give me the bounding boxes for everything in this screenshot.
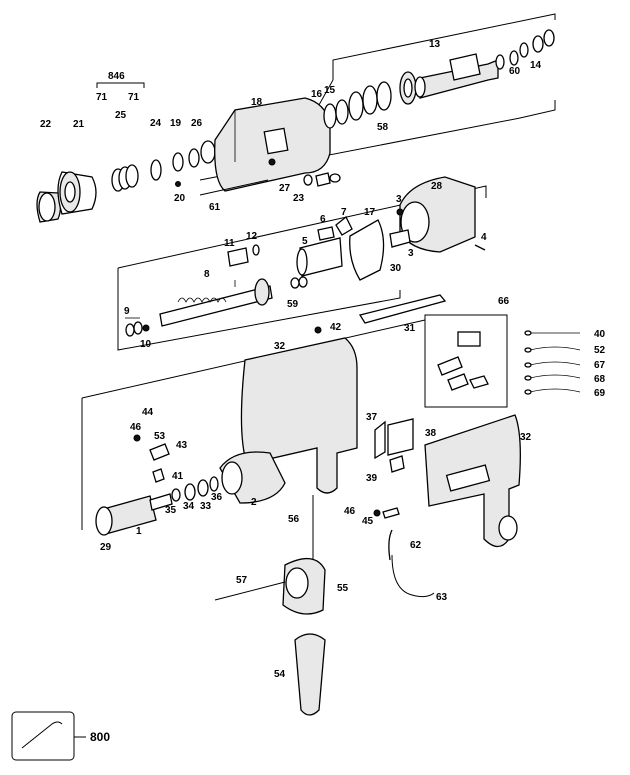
label-33: 33 [200, 501, 212, 512]
label-3a: 3 [396, 194, 402, 205]
label-45: 45 [362, 516, 374, 527]
label-46b: 46 [344, 506, 356, 517]
part-labels: 13 846 71 71 22 21 25 24 19 26 18 16 15 … [40, 39, 606, 744]
label-34: 34 [183, 501, 195, 512]
label-37: 37 [366, 412, 378, 423]
label-23: 23 [293, 193, 305, 204]
label-3b: 3 [408, 248, 414, 259]
label-61: 61 [209, 202, 221, 213]
label-31: 31 [404, 323, 416, 334]
label-63: 63 [436, 592, 448, 603]
label-19: 19 [170, 118, 182, 129]
label-26: 26 [191, 118, 203, 129]
label-6: 6 [320, 214, 326, 225]
label-53: 53 [154, 431, 166, 442]
label-9: 9 [124, 306, 130, 317]
label-27: 27 [279, 183, 291, 194]
label-71a: 71 [96, 92, 108, 103]
label-12: 12 [246, 231, 258, 242]
label-22: 22 [40, 119, 52, 130]
label-800: 800 [90, 730, 110, 744]
label-1: 1 [136, 526, 142, 537]
label-18: 18 [251, 97, 263, 108]
label-54: 54 [274, 669, 286, 680]
label-35: 35 [165, 505, 177, 516]
side-handle-assembly [214, 495, 326, 716]
label-28: 28 [431, 181, 443, 192]
label-8: 8 [204, 269, 210, 280]
label-29: 29 [100, 542, 112, 553]
accessory-800-box [11, 711, 86, 761]
spindle-lock-parts [199, 172, 341, 196]
label-15: 15 [324, 85, 336, 96]
field-coil [219, 451, 286, 504]
label-52: 52 [594, 345, 606, 356]
label-42: 42 [330, 322, 342, 333]
label-16: 16 [311, 89, 323, 100]
label-21: 21 [73, 119, 85, 130]
cord-assembly [373, 507, 435, 598]
group-brackets [81, 13, 556, 530]
label-17: 17 [364, 207, 376, 218]
label-39: 39 [366, 473, 378, 484]
brush-holder-parts [133, 434, 170, 483]
label-57: 57 [236, 575, 248, 586]
label-69: 69 [594, 388, 606, 399]
label-60: 60 [509, 66, 521, 77]
label-7: 7 [341, 207, 347, 218]
label-36: 36 [211, 492, 223, 503]
label-56: 56 [288, 514, 300, 525]
label-41: 41 [172, 471, 184, 482]
label-55: 55 [337, 583, 349, 594]
label-4: 4 [481, 232, 487, 243]
label-5: 5 [302, 236, 308, 247]
label-30: 30 [390, 263, 402, 274]
chuck-assembly [36, 171, 97, 223]
label-66: 66 [498, 296, 510, 307]
label-44: 44 [142, 407, 154, 418]
label-20: 20 [174, 193, 186, 204]
label-59: 59 [287, 299, 299, 310]
label-43: 43 [176, 440, 188, 451]
label-68: 68 [594, 374, 606, 385]
label-67: 67 [594, 360, 606, 371]
label-32a: 32 [274, 341, 286, 352]
seal-rings [323, 71, 417, 129]
intermediate-shaft [125, 278, 273, 337]
label-32b: 32 [520, 432, 532, 443]
label-46a: 46 [130, 422, 142, 433]
label-10: 10 [140, 339, 152, 350]
label-2: 2 [251, 497, 257, 508]
gear-train-group [227, 176, 486, 289]
label-24: 24 [150, 118, 162, 129]
gear-housing [175, 97, 331, 192]
label-11: 11 [224, 238, 235, 249]
label-38: 38 [425, 428, 437, 439]
bearings [171, 476, 219, 502]
ring-set-846 [111, 140, 216, 192]
bottom-plate [358, 294, 447, 324]
label-40: 40 [594, 329, 606, 340]
switch-box-66 [424, 314, 508, 408]
label-71b: 71 [128, 92, 140, 103]
switch-assembly [374, 418, 414, 473]
label-62: 62 [410, 540, 422, 551]
wire-set [524, 330, 581, 395]
label-13: 13 [429, 39, 441, 50]
label-14: 14 [530, 60, 542, 71]
housing-half-right [424, 414, 521, 548]
label-58: 58 [377, 122, 389, 133]
armature [95, 493, 173, 536]
spindle [414, 29, 555, 99]
label-25: 25 [115, 110, 127, 121]
label-846: 846 [108, 71, 125, 82]
